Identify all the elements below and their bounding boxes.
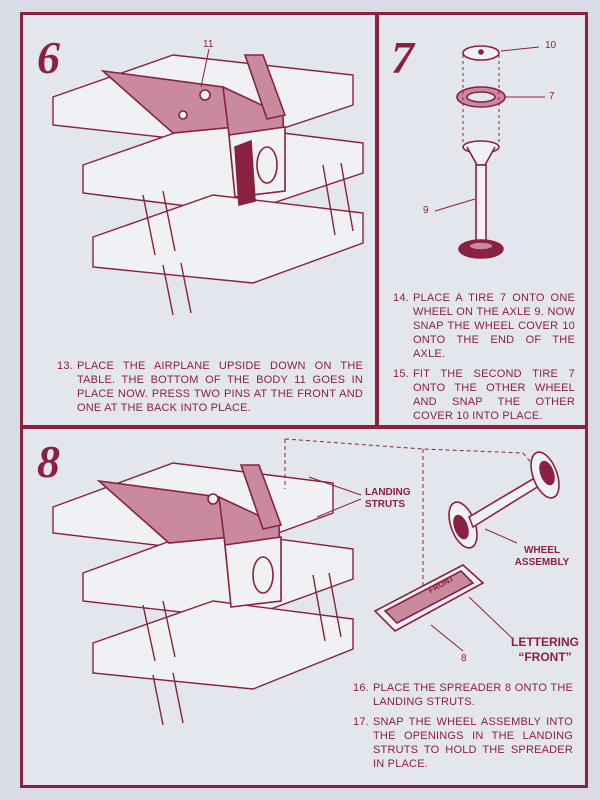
step-7-instructions: 14. PLACE A TIRE 7 ONTO ONE WHEEL ON THE… xyxy=(393,291,575,429)
instruction-item: 14. PLACE A TIRE 7 ONTO ONE WHEEL ON THE… xyxy=(393,291,575,361)
instruction-number: 14. xyxy=(393,292,409,304)
instruction-number: 13. xyxy=(57,360,73,372)
instruction-item: 17. SNAP THE WHEEL ASSEMBLY INTO THE OPE… xyxy=(353,715,573,771)
instruction-text: PLACE THE SPREADER 8 ONTO THE LANDING ST… xyxy=(373,682,573,708)
lettering-front-callout: LETTERING “FRONT” xyxy=(507,635,583,665)
instruction-number: 17. xyxy=(353,716,369,728)
landing-gear-assembly-illustration xyxy=(52,438,560,726)
landing-struts-callout: LANDING STRUTS xyxy=(365,487,411,510)
step-7-panel: 7 xyxy=(376,12,588,428)
airplane-upside-down-illustration xyxy=(52,48,364,316)
lettering-callout-line: LETTERING xyxy=(511,635,579,649)
instruction-text: SNAP THE WHEEL ASSEMBLY INTO THE OPENING… xyxy=(373,716,573,770)
instruction-text: PLACE A TIRE 7 ONTO ONE WHEEL ON THE AXL… xyxy=(413,292,575,360)
step-6-panel: 6 11 xyxy=(20,12,378,428)
part-9-label: 9 xyxy=(423,205,429,216)
part-10-label: 10 xyxy=(545,40,557,51)
wheel-assembly-callout: WHEEL ASSEMBLY xyxy=(514,545,570,568)
part-11-label: 11 xyxy=(203,39,214,50)
instruction-item: 16. PLACE THE SPREADER 8 ONTO THE LANDIN… xyxy=(353,681,573,709)
step-7-number: 7 xyxy=(391,32,414,83)
part-8-label: 8 xyxy=(461,653,467,664)
instruction-number: 16. xyxy=(353,682,369,694)
wheel-axle-exploded-illustration xyxy=(434,45,545,259)
instruction-item: 15. FIT THE SECOND TIRE 7 ONTO THE OTHER… xyxy=(393,367,575,423)
instruction-number: 15. xyxy=(393,368,409,380)
part-7-label: 7 xyxy=(549,91,555,102)
step-6-number: 6 xyxy=(37,32,60,83)
step-8-panel: 8 xyxy=(20,426,588,788)
step-8-number: 8 xyxy=(37,436,60,487)
step-6-instructions: 13. PLACE THE AIRPLANE UPSIDE DOWN ON TH… xyxy=(57,359,363,421)
instruction-text: PLACE THE AIRPLANE UPSIDE DOWN ON THE TA… xyxy=(77,360,363,414)
instruction-text: FIT THE SECOND TIRE 7 ONTO THE OTHER WHE… xyxy=(413,368,575,422)
front-callout-line: “FRONT” xyxy=(518,650,572,664)
instruction-item: 13. PLACE THE AIRPLANE UPSIDE DOWN ON TH… xyxy=(57,359,363,415)
step-8-instructions: 16. PLACE THE SPREADER 8 ONTO THE LANDIN… xyxy=(353,681,573,777)
